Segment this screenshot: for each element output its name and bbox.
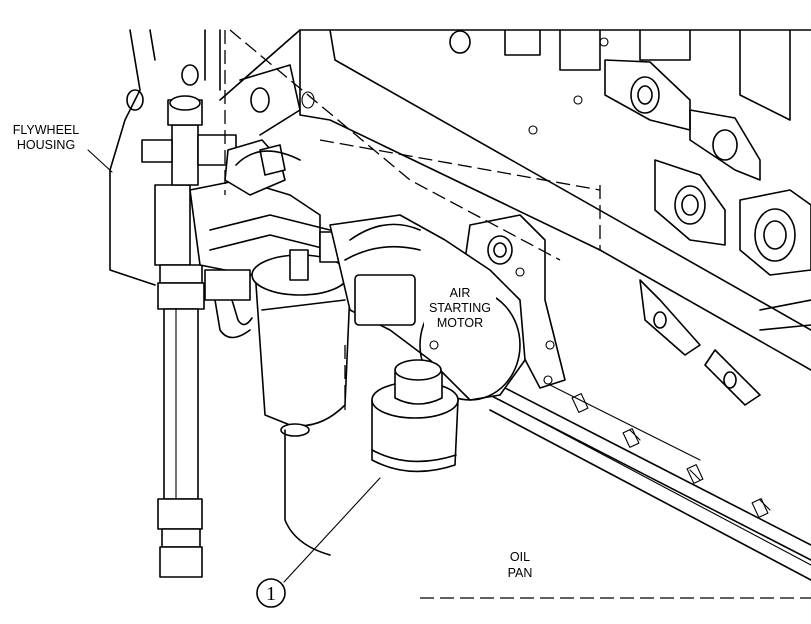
label-flywheel-housing-line2: HOUSING [17,138,75,152]
label-flywheel-housing: FLYWHEEL HOUSING [13,123,79,152]
label-oil-pan-line2: PAN [508,566,533,580]
flywheel-housing-leader [87,149,113,173]
label-air-starting-motor: AIR STARTING MOTOR [424,282,496,332]
label-air-starting-motor-line3: MOTOR [437,316,483,330]
callout-number: 1 [266,583,276,605]
callout-circle [256,578,286,608]
leader-lines [87,149,381,583]
label-air-starting-motor-line2: STARTING [429,301,491,315]
hidden-outlines [224,29,811,599]
flywheel-housing [109,29,315,286]
item-1-leader [283,477,381,583]
air-lines [189,139,331,339]
engine-block [219,29,811,581]
strainer-bowl [251,231,351,556]
vertical-pipe [141,95,237,578]
label-oil-pan: OIL PAN [508,550,533,580]
label-oil-pan-line1: OIL [510,550,530,564]
label-flywheel-housing-line1: FLYWHEEL [13,123,79,137]
callout-item-1: 1 [256,578,286,608]
label-air-starting-motor-line1: AIR [450,286,471,300]
lubricator-cylinder [371,359,459,473]
